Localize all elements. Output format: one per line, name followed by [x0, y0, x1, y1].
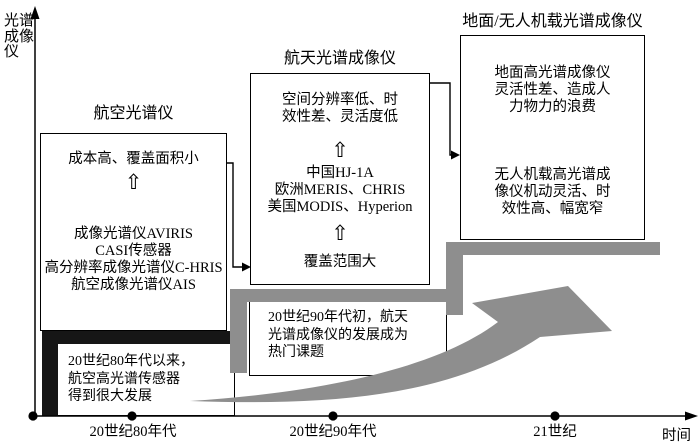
spaceborne-drawback-line2: 效性差、灵活度低: [282, 109, 398, 125]
tick-label-1980s: 20世纪80年代: [89, 424, 177, 440]
y-axis-label: 光谱 成像 仪: [4, 13, 35, 60]
x-axis-arrowhead-icon: [685, 411, 698, 421]
aviation-item-3: 高分辨率成像光谱仪C-HRIS: [44, 260, 223, 276]
spaceborne-box: 空间分辨率低、时 效性差、灵活度低 ⇧ 中国HJ-1A 欧洲MERIS、CHRI…: [250, 73, 430, 285]
spaceborne-item-2: 欧洲MERIS、CHRIS: [274, 182, 406, 198]
note-1980s-line2: 航空高光谱传感器: [68, 371, 180, 387]
aviation-drawback: 成本高、覆盖面积小: [68, 151, 199, 167]
spaceborne-drawback-line1: 空间分辨率低、时: [282, 92, 398, 108]
connector-aviation-to-spaceborne: [227, 162, 243, 268]
aviation-item-4: 航空成像光谱仪AIS: [71, 277, 196, 293]
note-1990s-line1: 20世纪90年代初，航天: [268, 310, 408, 325]
aviation-box-title: 航空光谱仪: [93, 105, 174, 122]
up-arrow-icon: ⇧: [331, 221, 349, 245]
x-axis-label: 时间: [662, 428, 691, 443]
aviation-box: 成本高、覆盖面积小 ⇧ 成像光谱仪AVIRIS CASI传感器 高分辨率成像光谱…: [40, 133, 227, 331]
note-1980s-line1: 20世纪80年代以来，: [68, 354, 194, 369]
black-step-vertical-bar: [42, 331, 58, 416]
tick-dot-21st-century: [550, 411, 560, 421]
uav-para2-line3: 效性高、幅宽窄: [501, 201, 604, 217]
connector-spaceborne-to-ground: [430, 82, 452, 156]
uav-para2-line2: 像仪机动灵活、时: [494, 184, 611, 200]
spaceborne-item-1: 中国HJ-1A: [306, 165, 374, 181]
axis-origin-dot: [28, 411, 38, 421]
spaceborne-item-3: 美国MODIS、Hyperion: [267, 199, 413, 215]
note-1990s-line3: 热门课题: [268, 345, 324, 360]
ground-uav-box-title: 地面/无人机载光谱成像仪: [462, 13, 643, 30]
ground-para1-line2: 灵活性差、造成人: [494, 82, 611, 98]
tick-label-1990s: 20世纪90年代: [289, 424, 377, 440]
gray-step-right-vertical-bar: [446, 242, 463, 315]
tick-dot-1990s: [328, 411, 338, 421]
note-1980s-line3: 得到很大发展: [68, 389, 152, 404]
ground-uav-box: 地面高光谱成像仪 灵活性差、造成人 力物力的浪费 无人机载高光谱成 像仪机动灵活…: [460, 35, 645, 240]
ground-para1-line1: 地面高光谱成像仪: [494, 65, 611, 81]
aviation-item-1: 成像光谱仪AVIRIS: [74, 226, 193, 242]
up-arrow-icon: ⇧: [331, 138, 349, 162]
spaceborne-advantage: 覆盖范围大: [303, 254, 377, 270]
ground-para1-line3: 力物力的浪费: [509, 99, 596, 115]
tick-label-21st-century: 21世纪: [533, 424, 577, 440]
note-1980s: 20世纪80年代以来， 航空高光谱传感器 得到很大发展: [57, 343, 235, 416]
up-arrow-icon: ⇧: [124, 170, 143, 194]
spaceborne-box-title: 航天光谱成像仪: [283, 50, 396, 67]
note-1990s-line2: 光谱成像仪的发展成为: [268, 327, 408, 343]
gray-step-upper-horizontal-bar: [446, 242, 660, 255]
aviation-item-2: CASI传感器: [95, 243, 172, 259]
note-1990s: 20世纪90年代初，航天 光谱成像仪的发展成为 热门课题: [249, 301, 447, 376]
uav-para2-line1: 无人机载高光谱成: [494, 167, 611, 183]
connector-arrowhead-icon: [451, 150, 460, 160]
